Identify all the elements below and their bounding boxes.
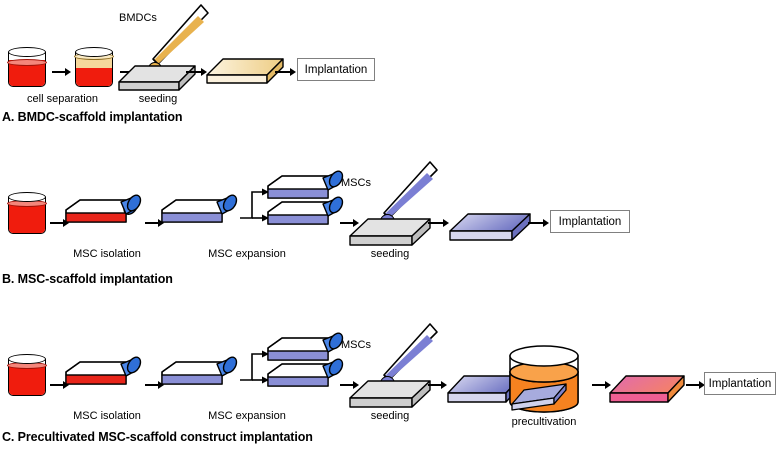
flask-msc-expansion-b — [160, 194, 244, 236]
pipette-mscs-b — [372, 160, 442, 226]
label-msc-expansion-b: MSC expansion — [208, 248, 286, 260]
flask-msc-isolation-b — [64, 194, 148, 236]
implantation-box-b: Implantation — [550, 210, 630, 233]
label-bmdcs: BMDCs — [119, 12, 157, 24]
implantation-box-a: Implantation — [297, 58, 375, 81]
flask-msc-expansion-c — [160, 356, 244, 398]
arrow-b3 — [340, 218, 359, 228]
beaker-rim — [75, 47, 113, 57]
arrow-c2 — [145, 380, 164, 390]
flask-expanded-upper-c — [266, 332, 350, 374]
beaker-fill-blood — [76, 68, 112, 86]
branch-connector-b — [238, 184, 274, 226]
arrow-a1 — [52, 67, 71, 77]
branch-connector-c — [238, 346, 274, 388]
beaker-whole-blood — [7, 47, 47, 87]
scaffold-gray-seeding-c — [348, 377, 434, 413]
label-mscs-c: MSCs — [341, 339, 371, 351]
arrow-a3 — [186, 67, 208, 77]
flask-expanded-lower-c — [266, 358, 350, 400]
label-mscs-b: MSCs — [341, 177, 371, 189]
label-seeding-b: seeding — [370, 248, 410, 260]
implantation-box-c: Implantation — [704, 372, 776, 395]
label-msc-isolation-b: MSC isolation — [73, 248, 141, 260]
scaffold-precultivated-construct — [608, 372, 688, 408]
label-seeding-a: seeding — [138, 93, 178, 105]
beaker-fill-marrow — [9, 365, 45, 395]
arrow-c6 — [592, 380, 612, 390]
caption-panel-b: B. MSC-scaffold implantation — [2, 272, 173, 286]
arrow-c4 — [428, 380, 448, 390]
arrow-a4 — [275, 67, 297, 77]
beaker-fill-marrow — [9, 203, 45, 233]
beaker-liquid-surface — [7, 59, 47, 66]
flask-expanded-upper-b — [266, 170, 350, 212]
arrow-b2 — [145, 218, 164, 228]
beaker-separated-blood — [74, 47, 114, 87]
flask-msc-isolation-c — [64, 356, 148, 398]
scaffold-seeded-bmdc — [205, 55, 287, 89]
label-seeding-c: seeding — [370, 410, 410, 422]
arrow-b4 — [428, 218, 450, 228]
label-precultivation: precultivation — [511, 416, 577, 428]
label-msc-isolation-c: MSC isolation — [73, 410, 141, 422]
panel-c: MSC isolation — [0, 322, 778, 452]
caption-panel-a: A. BMDC-scaffold implantation — [2, 110, 183, 124]
label-cell-separation: cell separation — [27, 93, 98, 105]
scaffold-seeded-msc-b — [448, 210, 534, 246]
beaker-rim — [8, 47, 46, 57]
panel-a: cell separation BMDCs seeding — [0, 0, 778, 132]
beaker-bone-marrow-c — [7, 354, 47, 396]
arrow-b5 — [528, 218, 550, 228]
label-msc-expansion-c: MSC expansion — [208, 410, 286, 422]
precultivation-vessel — [498, 345, 590, 416]
arrow-c3 — [340, 380, 359, 390]
caption-panel-c: C. Precultivated MSC-scaffold construct … — [2, 430, 313, 444]
arrow-c7 — [686, 380, 706, 390]
beaker-rim — [8, 192, 46, 202]
beaker-rim — [8, 354, 46, 364]
flask-expanded-lower-b — [266, 196, 350, 238]
beaker-bone-marrow-b — [7, 192, 47, 234]
scaffold-gray-seeding-b — [348, 215, 434, 251]
beaker-body — [8, 52, 46, 87]
panel-b: MSC isolation — [0, 160, 778, 300]
